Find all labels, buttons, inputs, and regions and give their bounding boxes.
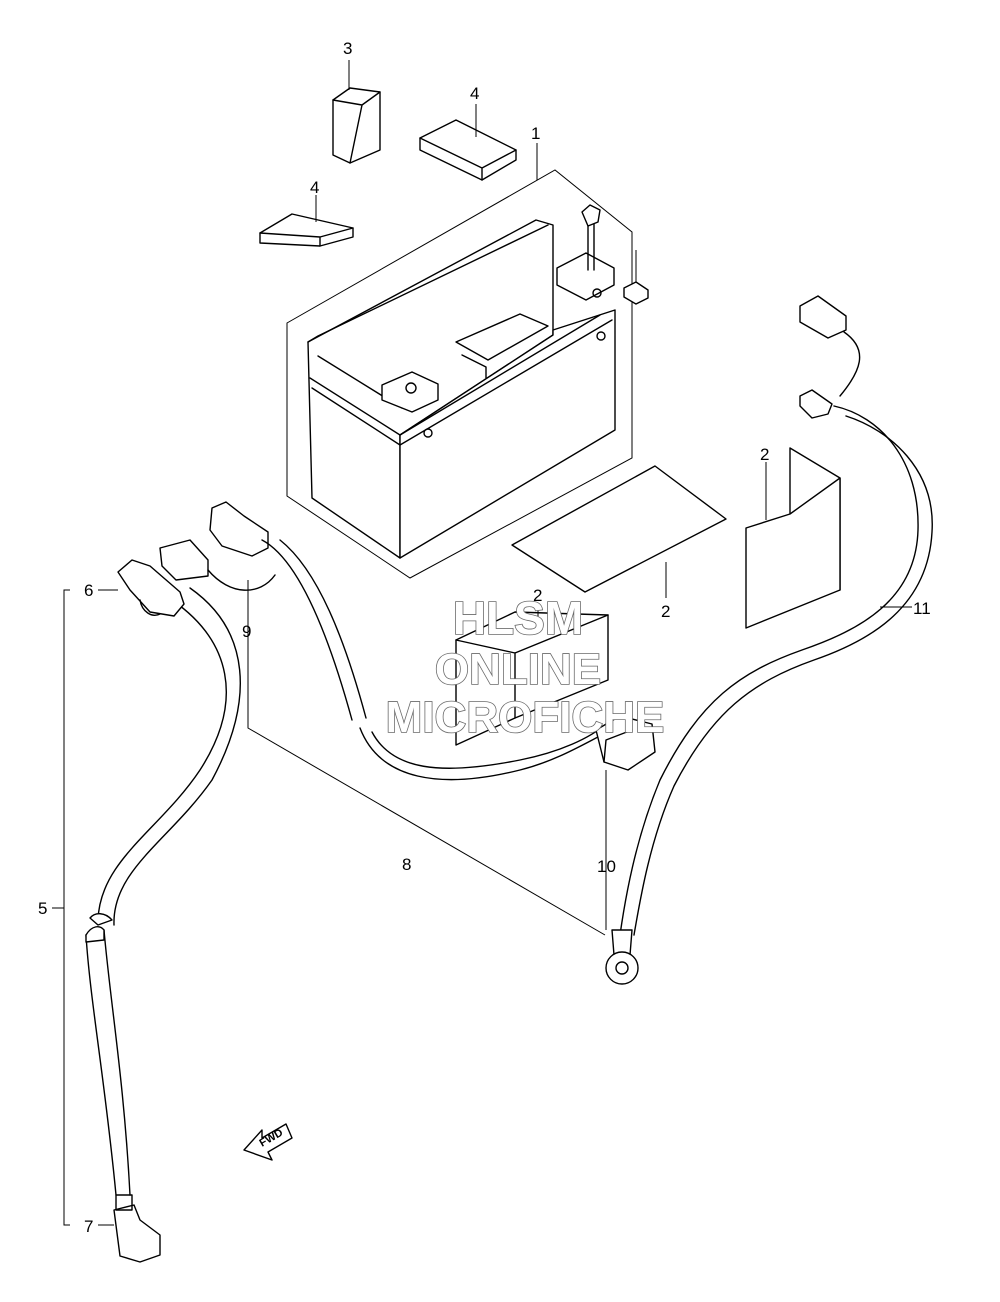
part-2-sheet-center xyxy=(511,465,727,598)
callout-2-center: 2 xyxy=(661,602,670,621)
callout-11: 11 xyxy=(913,599,931,618)
part-11-wiring-harness xyxy=(605,295,933,985)
callout-1: 1 xyxy=(531,124,540,143)
part-2-sheet-right xyxy=(745,447,841,629)
part-4-pad-upper xyxy=(419,104,517,181)
part-3-spacer xyxy=(332,60,381,164)
callout-5: 5 xyxy=(38,899,47,918)
callout-4-lower: 4 xyxy=(310,178,319,197)
part-2-sheet-lower xyxy=(455,607,609,746)
callout-4-upper: 4 xyxy=(470,84,479,103)
callout-6: 6 xyxy=(84,581,93,600)
part-1-battery-assembly xyxy=(286,143,649,579)
part-8-starter-cable xyxy=(159,501,656,936)
callout-3: 3 xyxy=(343,39,352,58)
callout-2-lower: 2 xyxy=(533,586,542,605)
callout-7: 7 xyxy=(84,1217,93,1236)
fwd-arrow-icon: FWD xyxy=(243,1123,293,1161)
part-5-battery-cable xyxy=(52,559,241,1263)
watermark: HLSM ONLINE MICROFICHE xyxy=(385,591,665,743)
watermark-line-1: HLSM xyxy=(453,592,583,644)
callout-8: 8 xyxy=(402,855,411,874)
watermark-line-3: MICROFICHE xyxy=(386,693,665,742)
part-4-pad-lower xyxy=(259,195,354,247)
callout-9: 9 xyxy=(242,622,251,641)
watermark-line-2: ONLINE xyxy=(435,645,601,694)
callout-10: 10 xyxy=(597,857,616,876)
callout-2-right: 2 xyxy=(760,445,769,464)
